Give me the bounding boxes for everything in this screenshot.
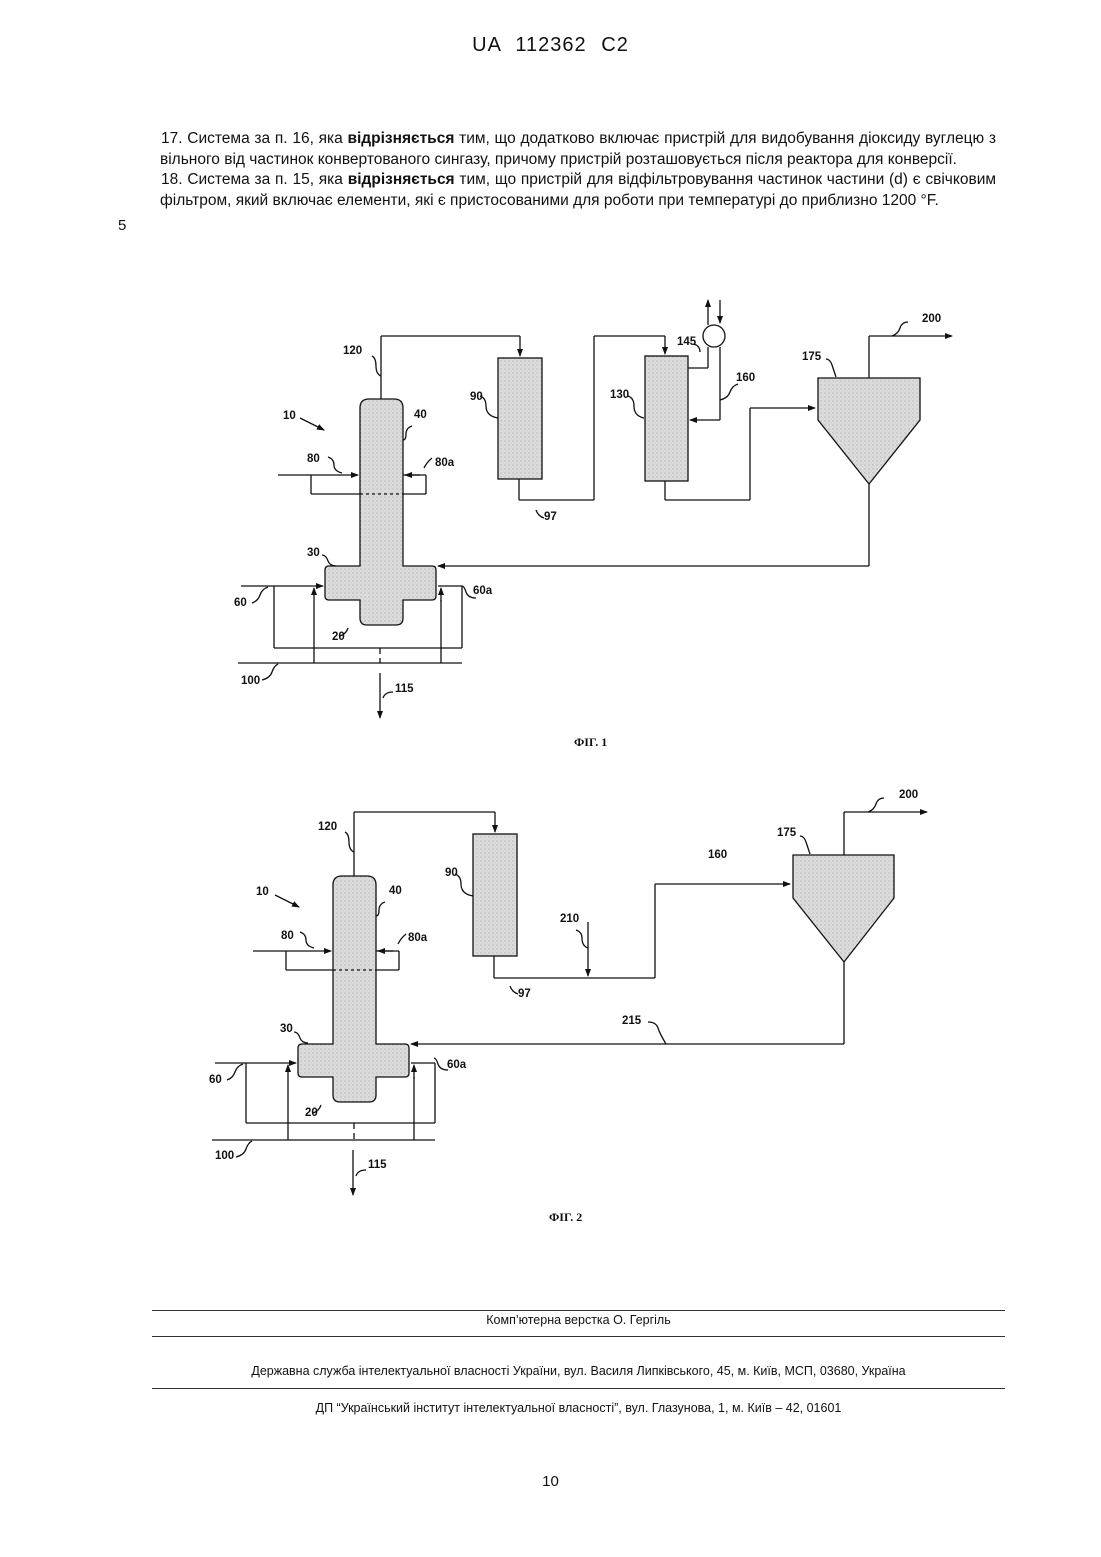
- fig2-label-175: 175: [777, 827, 797, 839]
- page-number: 10: [0, 1473, 1101, 1490]
- cyclone-175: [818, 378, 920, 484]
- patent-number: 112362: [515, 34, 586, 56]
- fig1-label-80: 80: [307, 453, 320, 465]
- footer-rule-middle: [152, 1336, 1005, 1337]
- fig2-label-20: 20: [305, 1107, 318, 1119]
- fig2-label-160: 160: [708, 849, 727, 861]
- footer-agency: Державна служба інтелектуальної власност…: [152, 1364, 1005, 1378]
- fig2-label-200: 200: [899, 789, 918, 801]
- fig2-label-60: 60: [209, 1074, 222, 1086]
- fig1-label-10: 10: [283, 410, 296, 422]
- patent-header: UA 112362 C2: [0, 34, 1101, 57]
- fig1-label-40: 40: [414, 409, 427, 421]
- vessel-90-fig2: [473, 834, 517, 956]
- claim-17: 17. Система за п. 16, яка відрізняється …: [160, 129, 996, 170]
- fig1-label-20: 20: [332, 631, 345, 643]
- fig1-caption: ФІГ. 1: [574, 735, 607, 749]
- vessel-90: [498, 358, 542, 479]
- fig1-label-100: 100: [241, 675, 260, 687]
- fig2-caption: ФІГ. 2: [549, 1210, 582, 1224]
- fig1-label-30: 30: [307, 547, 320, 559]
- fig2-label-100: 100: [215, 1150, 234, 1162]
- heat-exchanger-145: [703, 325, 725, 347]
- fig1-label-130: 130: [610, 389, 629, 401]
- fig2-label-80a: 80a: [408, 932, 428, 944]
- fig1-label-200: 200: [922, 313, 941, 325]
- line-number-marker: 5: [118, 217, 126, 234]
- fig2-label-97: 97: [518, 988, 531, 1000]
- fig1-label-80a: 80a: [435, 457, 455, 469]
- footer-rule-bottom: [152, 1388, 1005, 1389]
- fig1-label-175: 175: [802, 351, 822, 363]
- footer-rule-top: [152, 1310, 1005, 1311]
- fig1-label-97: 97: [544, 511, 557, 523]
- footer-typesetting: Комп’ютерна верстка О. Гергіль: [152, 1313, 1005, 1327]
- fig2-label-215: 215: [622, 1015, 642, 1027]
- gasifier-reactor-1: [325, 399, 436, 625]
- fig2-label-120: 120: [318, 821, 337, 833]
- fig1-label-145: 145: [677, 336, 697, 348]
- footer-institute: ДП “Український інститут інтелектуальної…: [152, 1401, 1005, 1415]
- fig1-label-60: 60: [234, 597, 247, 609]
- claim-18: 18. Система за п. 15, яка відрізняється …: [160, 170, 996, 211]
- figure-1-diagram: 120 10 40 80 80a 90 97 130 145 160 175 2…: [0, 290, 1101, 760]
- fig2-label-60a: 60a: [447, 1059, 467, 1071]
- figure-2-diagram: 120 10 40 80 80a 90 97 160 210 215 175 2…: [0, 770, 1101, 1230]
- patent-kind: C2: [601, 34, 629, 56]
- patent-country: UA: [472, 34, 501, 56]
- cyclone-175-fig2: [793, 855, 894, 962]
- fig2-label-80: 80: [281, 930, 294, 942]
- fig1-label-160: 160: [736, 372, 755, 384]
- fig1-label-90: 90: [470, 391, 483, 403]
- fig2-label-10: 10: [256, 886, 269, 898]
- fig2-label-115: 115: [368, 1159, 387, 1171]
- fig2-label-210: 210: [560, 913, 579, 925]
- fig1-label-60a: 60a: [473, 585, 493, 597]
- fig2-label-30: 30: [280, 1023, 293, 1035]
- fig1-label-115: 115: [395, 683, 414, 695]
- vessel-130: [645, 356, 688, 481]
- fig1-label-120: 120: [343, 345, 362, 357]
- fig2-label-40: 40: [389, 885, 402, 897]
- fig2-label-90: 90: [445, 867, 458, 879]
- claims-text: 17. Система за п. 16, яка відрізняється …: [160, 129, 996, 211]
- gasifier-reactor-2: [298, 876, 409, 1102]
